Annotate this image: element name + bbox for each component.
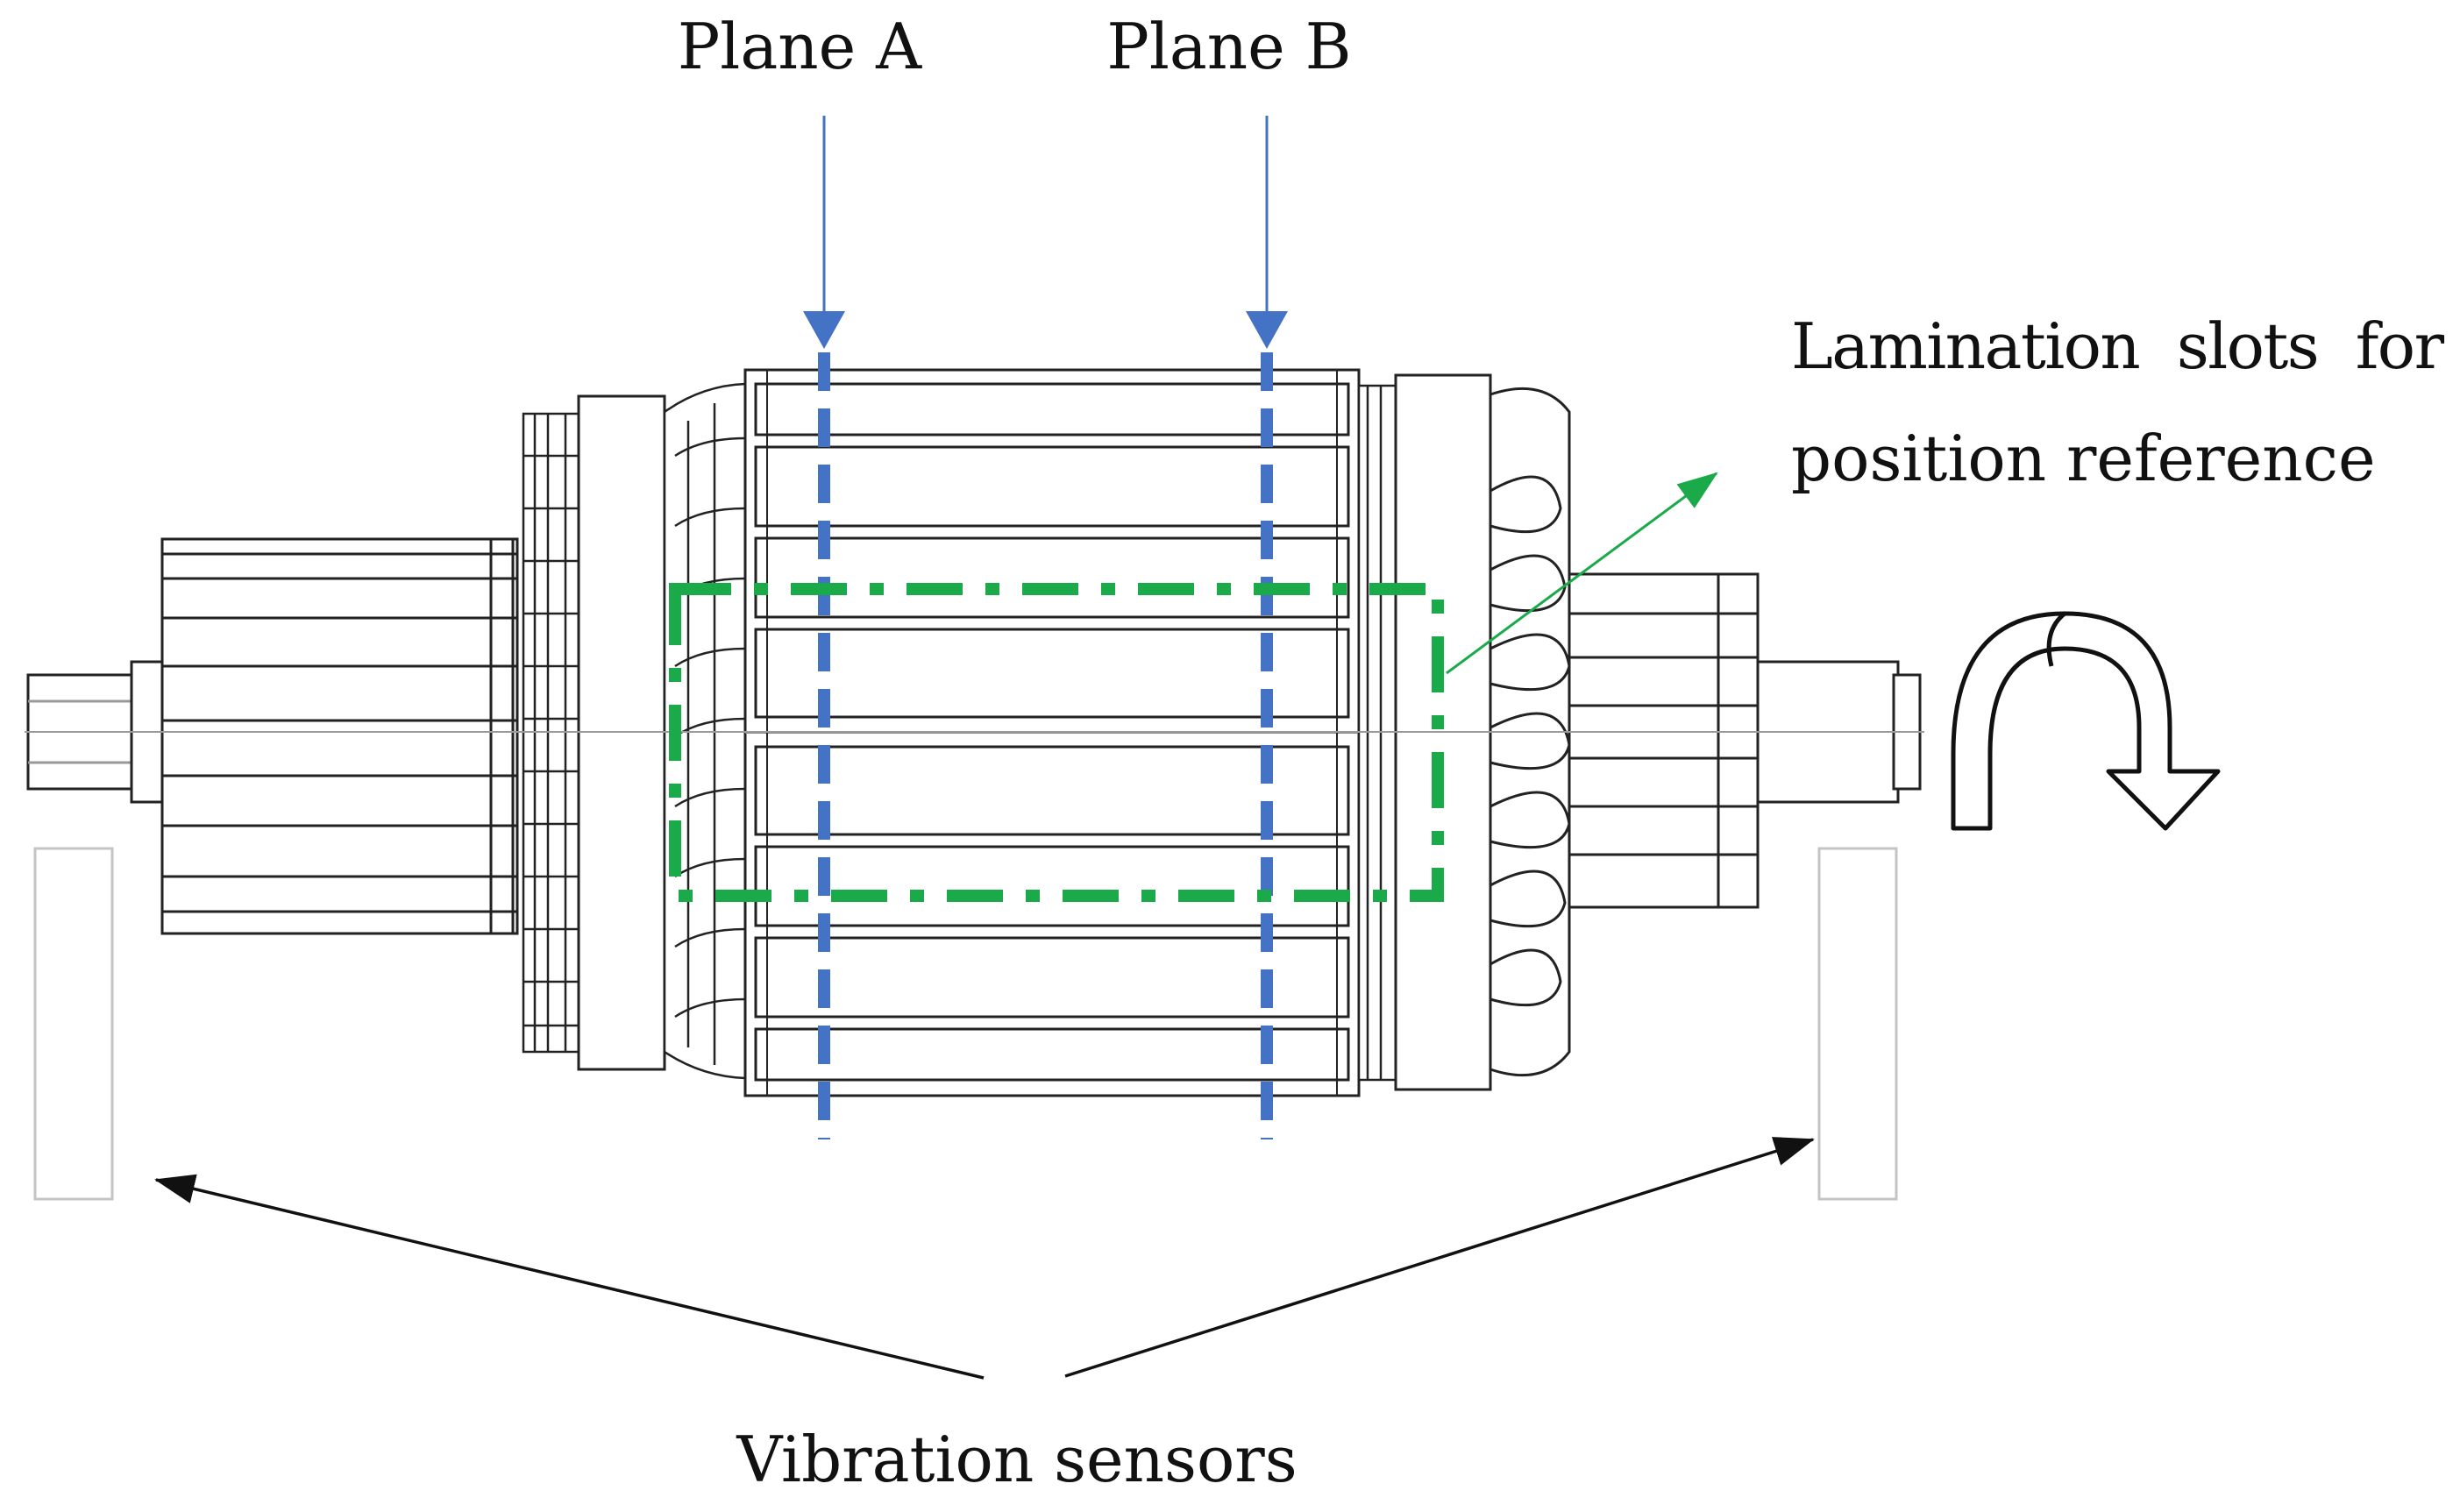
- left-commutator: [160, 537, 519, 935]
- reference-pointer-arrow: [1446, 472, 1718, 675]
- lamination-slot-reference-box: [669, 583, 1444, 902]
- plane-b-label: Plane B: [1106, 10, 1351, 83]
- lamination-label-line1: Lamination slots for: [1791, 309, 2445, 383]
- sensor-arrow-right: [1064, 1137, 1815, 1378]
- sensor-arrow-left: [154, 1174, 985, 1380]
- right-sensor-block: [1817, 847, 1898, 1201]
- curved-rotation-arrow-icon: [1951, 611, 2221, 831]
- plane-b-marker: [1246, 116, 1288, 1139]
- left-sensor-block: [33, 847, 114, 1201]
- plane-a-label: Plane A: [678, 10, 922, 83]
- vibration-sensors-label: Vibration sensors: [736, 1423, 1297, 1496]
- lamination-label-line2: position reference: [1791, 422, 2376, 495]
- plane-a-marker: [803, 116, 845, 1139]
- right-pinion: [1568, 572, 1760, 909]
